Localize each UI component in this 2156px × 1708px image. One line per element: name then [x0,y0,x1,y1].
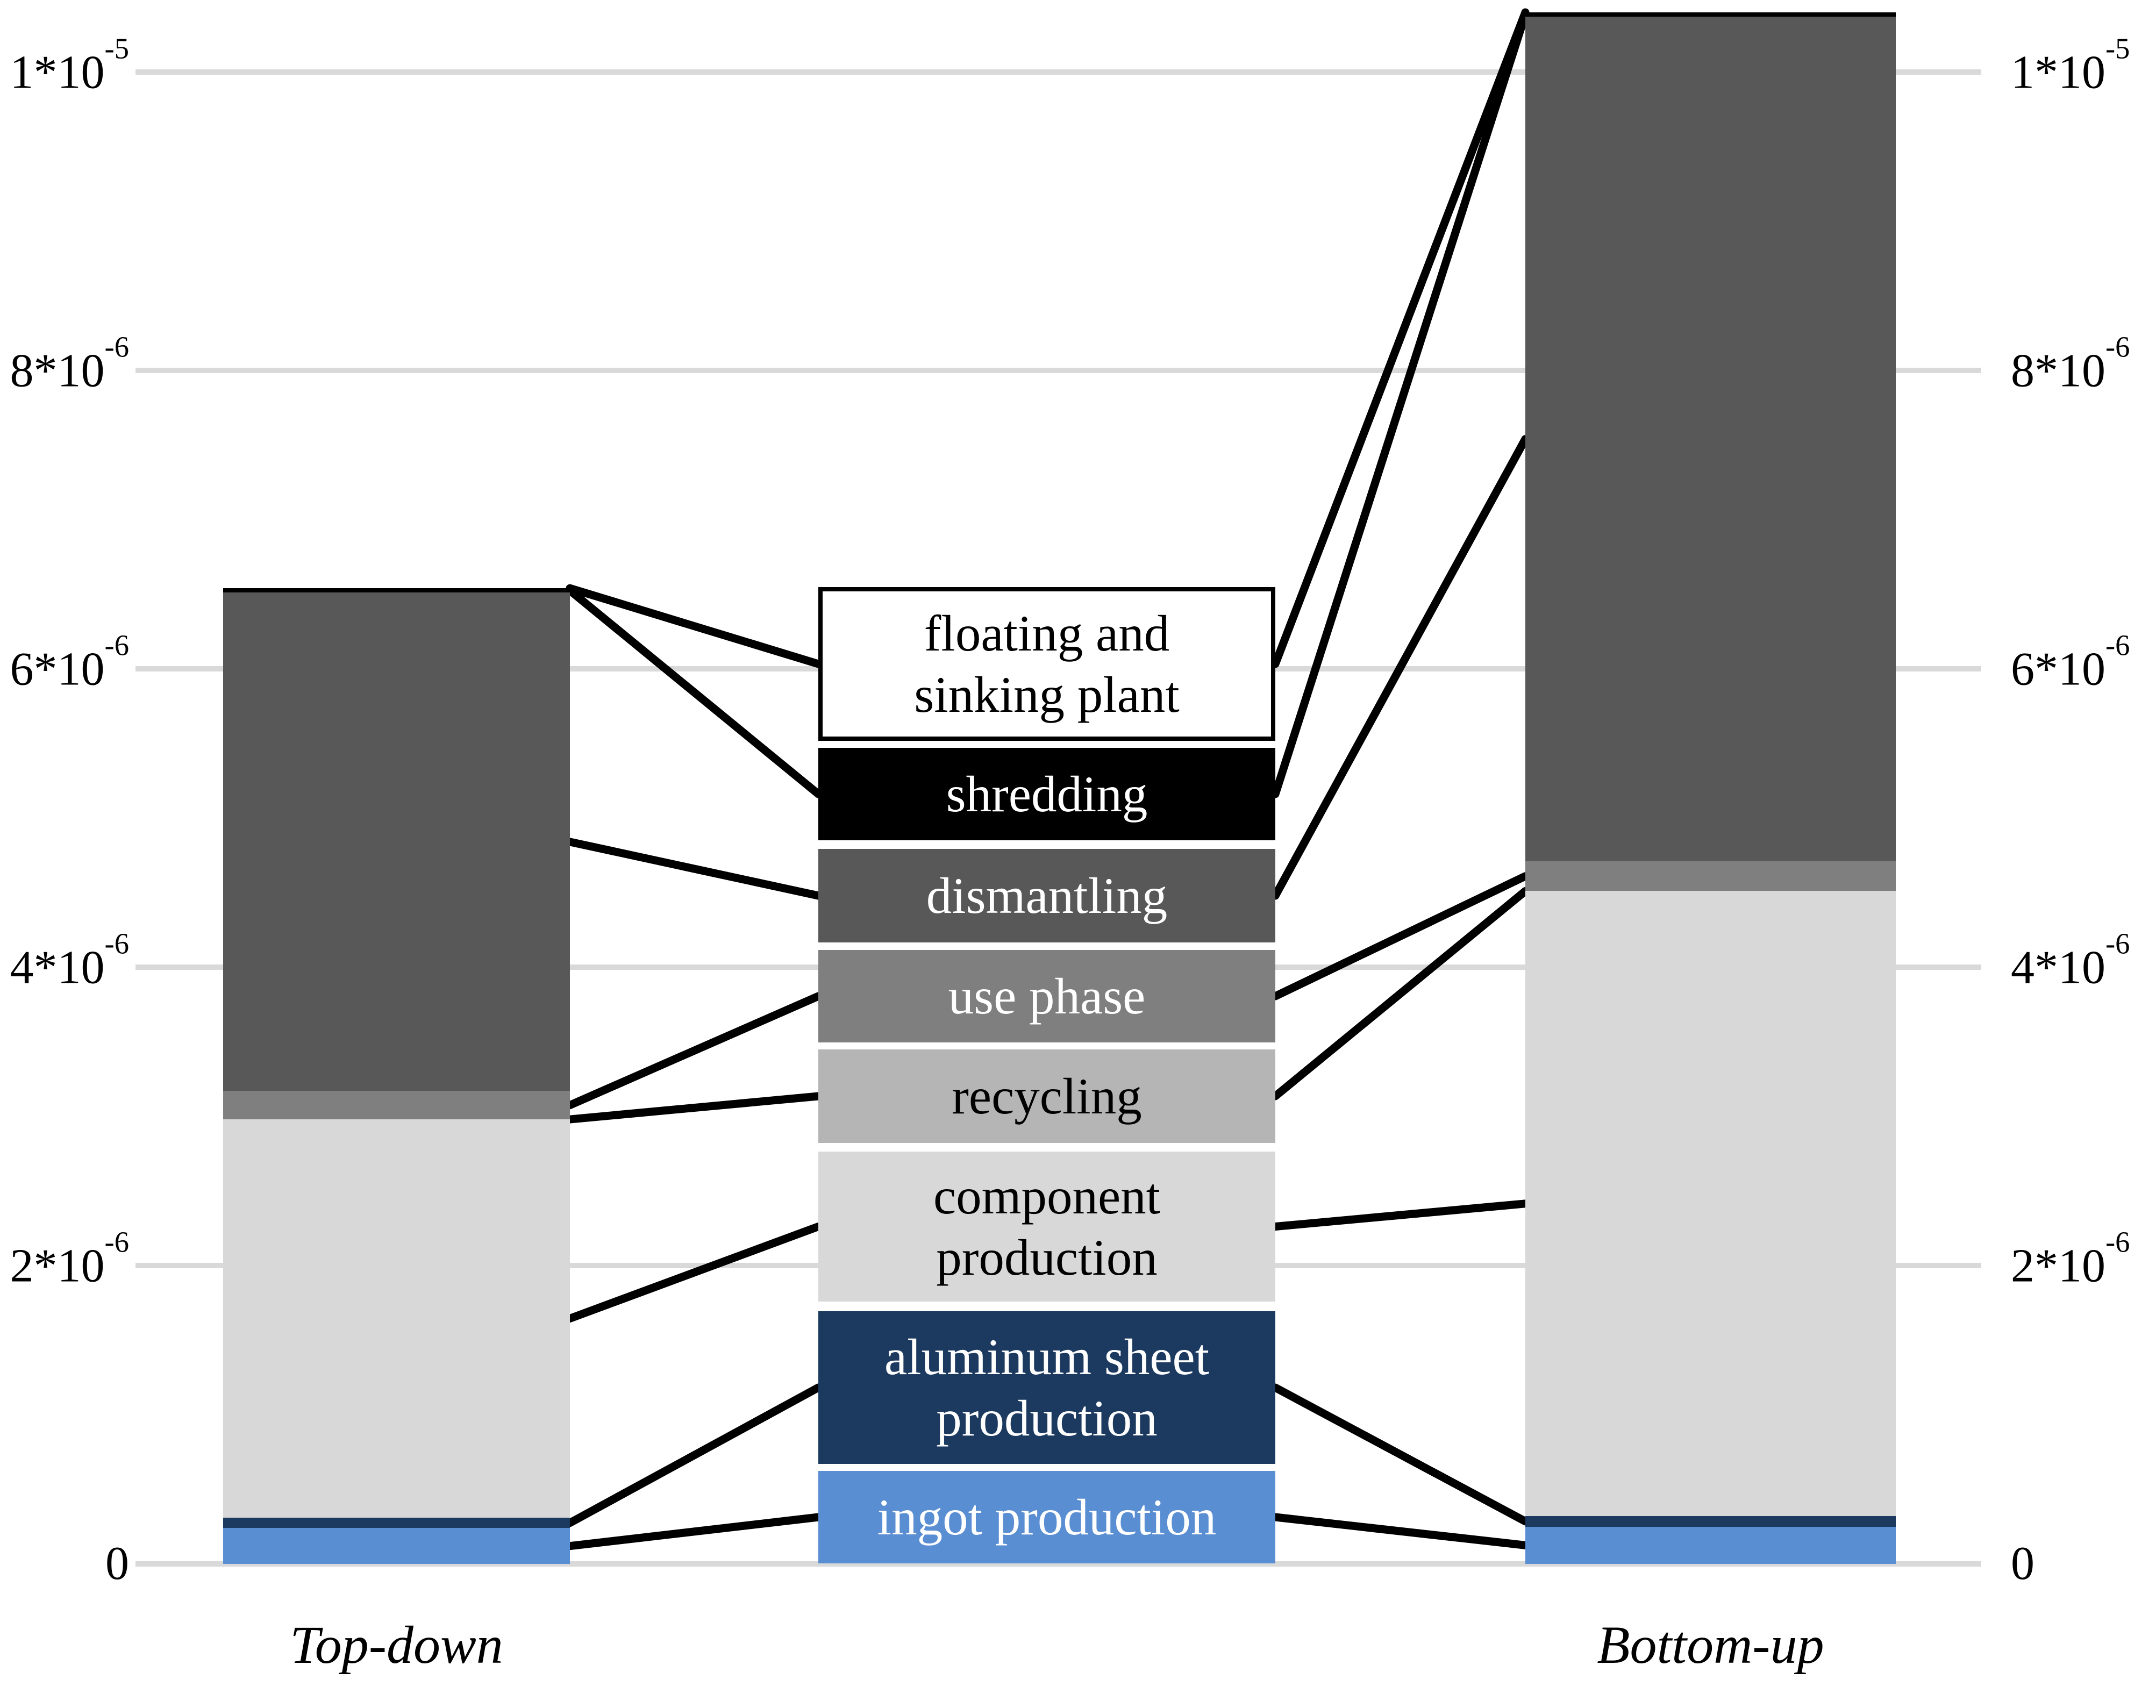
bar-segment-shredding [223,588,570,593]
exponent: -6 [2105,1225,2130,1259]
exponent: -6 [104,628,129,662]
y-tick-label-right: 4*10-6 [2011,927,2130,994]
connector-line-floating-and-sinking-plant [566,584,823,668]
legend-box-ingot-production: ingot production [818,1471,1275,1563]
connector-line-aluminum-sheet-production [1271,1383,1530,1526]
connector-line-recycling [566,1092,823,1124]
bar-segment-use-phase [223,1091,570,1120]
exponent: -6 [2105,628,2130,662]
exponent: -6 [104,330,129,363]
connector-line-floating-and-sinking-plant [1271,8,1530,668]
connector-line-ingot-production [1271,1513,1530,1549]
connector-line-ingot-production [566,1513,823,1550]
connector-line-dismantling [1271,435,1530,900]
exponent: -6 [104,927,129,960]
connector-line-use-phase [1271,872,1530,1000]
connector-line-component-production [1271,1199,1530,1231]
grid-line [135,368,1981,373]
y-tick-label-right: 2*10-6 [2011,1225,2130,1292]
legend-box-shredding: shredding [818,748,1275,840]
legend-box-use-phase: use phase [818,950,1275,1042]
bar-segment-use-phase [1525,861,1896,891]
exponent: -5 [2105,32,2130,65]
y-tick-label-left: 4*10-6 [10,927,129,994]
bar-segment-component-production [1525,891,1896,1517]
exponent: -6 [2105,330,2130,363]
connector-line-dismantling [566,838,823,900]
category-label: Bottom-up [1597,1615,1824,1675]
grid-line [135,1561,1981,1567]
bar-segment-component-production [223,1119,570,1518]
exponent: -5 [104,32,129,65]
y-tick-label-left: 2*10-6 [10,1225,129,1292]
exponent: -6 [2105,927,2130,960]
bar-segment-dismantling [1525,17,1896,861]
connector-line-recycling [1271,887,1530,1100]
bar-segment-shredding [1525,12,1896,17]
bar-segment-ingot-production [223,1528,570,1564]
connector-line-shredding [566,586,823,798]
bar-segment-dismantling [223,592,570,1091]
connector-line-shredding [1271,10,1530,798]
bar-segment-ingot-production [1525,1526,1896,1564]
connector-line-component-production [566,1223,823,1323]
bar-segment-aluminum-sheet-production [1525,1516,1896,1527]
y-tick-label-right: 8*10-6 [2011,330,2130,397]
legend-box-dismantling: dismantling [818,849,1275,942]
legend-box-aluminum-sheet-production: aluminum sheet production [818,1311,1275,1464]
connector-line-aluminum-sheet-production [566,1383,823,1527]
bar-segment-aluminum-sheet-production [223,1517,570,1528]
y-tick-label-left: 6*10-6 [10,628,129,696]
y-tick-label-right: 0 [2011,1538,2034,1590]
grid-line [135,69,1981,75]
y-tick-label-left: 8*10-6 [10,330,129,397]
y-tick-label-left: 0 [105,1538,129,1590]
exponent: -6 [104,1225,129,1259]
y-tick-label-right: 6*10-6 [2011,628,2130,696]
y-tick-label-left: 1*10-5 [10,32,129,99]
legend-box-floating-and-sinking-plant: floating and sinking plant [818,587,1275,741]
connector-line-use-phase [566,992,823,1110]
legend-box-recycling: recycling [818,1049,1275,1143]
category-label: Top-down [290,1615,503,1675]
legend-box-component-production: component production [818,1152,1275,1302]
y-tick-label-right: 1*10-5 [2011,32,2130,99]
